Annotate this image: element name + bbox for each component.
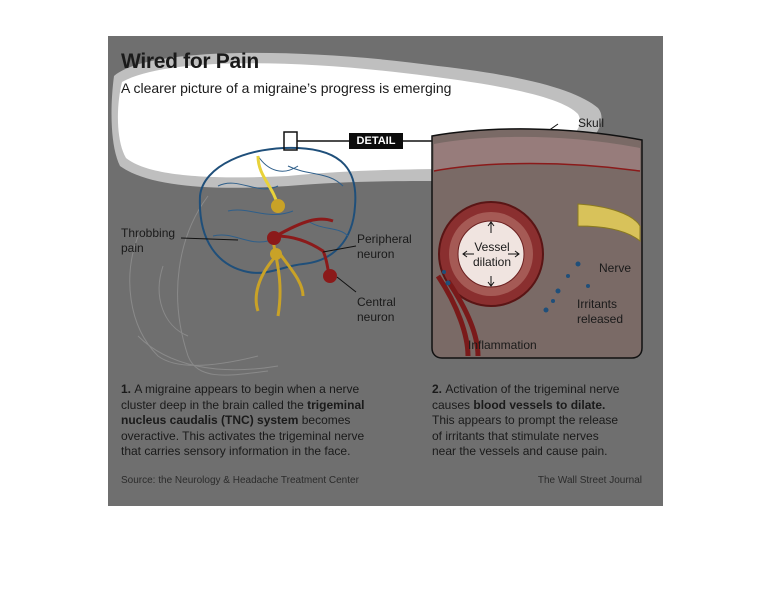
vessel-lumen: [457, 220, 525, 288]
caption-text: A migraine appears to begin when a nerve: [134, 382, 360, 396]
illustration: [111, 52, 643, 376]
source-note: Source: the Neurology & Headache Treatme…: [121, 475, 359, 486]
irritant-dots: [442, 261, 590, 313]
caption-step-1: 1. A migraine appears to begin when a ne…: [121, 382, 411, 460]
caption-emphasis: blood vessels to dilate.: [473, 397, 606, 412]
caption-text: of irritants that stimulate nerves: [432, 428, 599, 443]
lower-vessel: [435, 274, 481, 357]
caption-emphasis: nucleus caudalis (TNC) system: [121, 413, 299, 427]
peripheral-neuron-dot: [267, 231, 281, 245]
yellow-neuron: [271, 199, 285, 213]
label-vessel-dilation: Vessel dilation: [473, 240, 512, 269]
caption-line: 2. Activation of the trigeminal nerve: [432, 382, 657, 398]
caption-text: Activation of the trigeminal nerve: [445, 382, 620, 396]
caption-line: nucleus caudalis (TNC) system becomes: [121, 413, 411, 429]
caption-text: that carries sensory information in the …: [121, 444, 351, 458]
caption-line: overactive. This activates the trigemina…: [121, 429, 411, 445]
head-silhouette: [129, 195, 279, 376]
caption-line: near the vessels and cause pain.: [432, 444, 657, 460]
caption-line: causes blood vessels to dilate.: [432, 398, 657, 414]
caption-line: cluster deep in the brain called the tri…: [121, 398, 411, 414]
page-title: Wired for Pain: [121, 50, 259, 73]
caption-text: becomes: [298, 413, 351, 427]
caption-text: cluster deep in the brain called the: [121, 397, 308, 412]
label-nerve: Nerve: [599, 261, 632, 275]
label-skull: Skull: [578, 116, 605, 130]
infographic-panel: Wired for Pain A clearer picture of a mi…: [108, 36, 663, 506]
central-neuron-dot: [323, 269, 337, 283]
label-inflammation: Inflammation: [468, 338, 537, 352]
brain-outline: [198, 146, 357, 274]
label-peripheral-neuron: Peripheral neuron: [357, 232, 412, 261]
nerve-bundle: [577, 203, 641, 243]
credit-note: The Wall Street Journal: [537, 475, 642, 486]
caption-line: 1. A migraine appears to begin when a ne…: [121, 382, 411, 398]
detail-tag: DETAIL: [349, 133, 403, 149]
label-irritants-released: Irritants released: [577, 297, 624, 326]
caption-text: causes: [432, 397, 474, 412]
caption-step-1-lines: 1. A migraine appears to begin when a ne…: [121, 382, 411, 460]
caption-text: This appears to prompt the release: [432, 413, 619, 427]
caption-line: of irritants that stimulate nerves: [432, 429, 657, 445]
label-central-neuron: Central neuron: [357, 295, 396, 324]
yellow-neuron-lower: [270, 248, 282, 260]
step-number: 2.: [432, 382, 446, 396]
label-throbbing-pain: Throbbing pain: [121, 226, 176, 255]
caption-text: near the vessels and cause pain.: [432, 444, 608, 458]
caption-text: overactive. This activates the trigemina…: [121, 428, 365, 443]
brain-folds: [212, 155, 349, 243]
caption-line: This appears to prompt the release: [432, 413, 657, 429]
step-number: 1.: [121, 382, 135, 396]
page-subtitle: A clearer picture of a migraine’s progre…: [121, 80, 452, 96]
detail-box: [431, 128, 643, 359]
dilation-arrows: [462, 221, 520, 287]
caption-emphasis: trigeminal: [307, 397, 365, 412]
caption-line: that carries sensory information in the …: [121, 444, 411, 460]
